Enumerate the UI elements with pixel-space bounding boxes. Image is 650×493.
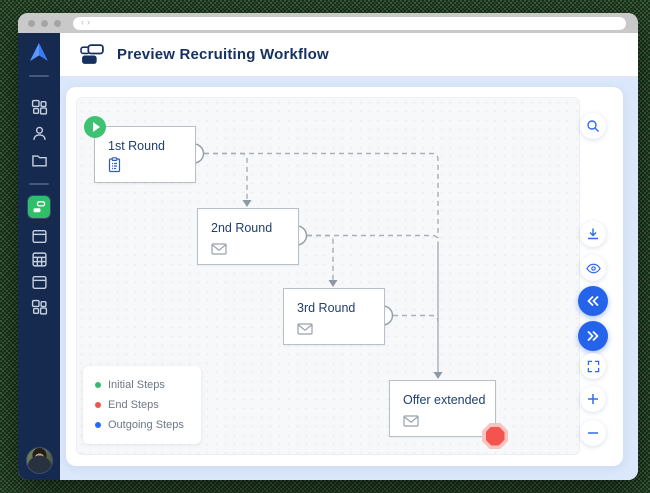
sidebar-item-workflows-active[interactable]	[18, 196, 60, 218]
forward-icon[interactable]: ›	[87, 17, 93, 27]
chevrons-right-icon	[587, 330, 599, 342]
chevrons-left-icon	[587, 295, 599, 307]
close-window-dot[interactable]	[28, 19, 35, 27]
legend-item-outgoing: Outgoing Steps	[95, 415, 189, 435]
page-background: 1st Round 2nd Round	[60, 77, 638, 480]
legend-label: Initial Steps	[108, 379, 165, 391]
eye-icon	[585, 263, 601, 273]
legend-item-initial: Initial Steps	[95, 375, 189, 395]
fullscreen-icon	[587, 360, 599, 372]
sidebar-divider	[18, 183, 60, 185]
sidebar-item-files[interactable]	[18, 152, 60, 169]
search-icon	[587, 120, 599, 132]
document-icon	[108, 157, 121, 173]
url-bar[interactable]: ‹›	[73, 16, 626, 30]
mail-icon	[403, 415, 419, 427]
preview-button[interactable]	[580, 255, 606, 281]
mail-icon	[211, 243, 227, 255]
page-title: Preview Recruiting Workflow	[117, 46, 329, 63]
download-icon	[588, 228, 598, 240]
apps-grid-icon	[31, 99, 47, 115]
maximize-window-dot[interactable]	[54, 19, 61, 27]
download-button[interactable]	[580, 221, 606, 247]
traffic-lights	[28, 19, 61, 27]
app-window: ‹›	[18, 13, 638, 480]
red-dot-icon	[95, 402, 101, 408]
card-icon	[31, 229, 47, 244]
page-header: Preview Recruiting Workflow	[60, 33, 638, 77]
legend: Initial Steps End Steps Outgoing Steps	[83, 366, 201, 444]
app-logo[interactable]	[18, 40, 60, 64]
legend-label: End Steps	[108, 399, 159, 411]
node-3rd-round[interactable]: 3rd Round	[283, 288, 385, 345]
active-highlight	[28, 196, 50, 218]
browser-titlebar: ‹›	[18, 13, 638, 33]
plus-icon	[588, 394, 598, 404]
zoom-out-button[interactable]	[580, 420, 606, 446]
sidebar-item-card-view[interactable]	[18, 228, 60, 245]
legend-item-end: End Steps	[95, 395, 189, 415]
node-label: 3rd Round	[297, 301, 356, 315]
sidebar-item-dashboard[interactable]	[18, 99, 60, 116]
blue-dot-icon	[95, 422, 101, 428]
mail-icon	[297, 323, 313, 335]
workflow-icon	[33, 201, 46, 213]
user-avatar[interactable]	[18, 447, 60, 474]
node-1st-round[interactable]: 1st Round	[84, 116, 196, 183]
arrow-logo-icon	[30, 43, 48, 61]
history-nav-icons[interactable]: ‹›	[81, 18, 93, 27]
node-offer-extended[interactable]: Offer extended	[389, 380, 508, 449]
preview-panel: 1st Round 2nd Round	[66, 87, 623, 466]
minimize-window-dot[interactable]	[41, 19, 48, 27]
node-label: 1st Round	[108, 139, 165, 153]
fullscreen-button[interactable]	[580, 353, 606, 379]
sidebar	[18, 33, 60, 480]
sidebar-item-board-view[interactable]	[18, 274, 60, 291]
start-badge-icon[interactable]	[84, 116, 106, 138]
expand-button[interactable]	[578, 321, 608, 351]
minus-icon	[588, 432, 598, 434]
green-dot-icon	[95, 382, 101, 388]
apps-grid-icon	[31, 299, 47, 315]
node-2nd-round[interactable]: 2nd Round	[197, 208, 299, 265]
workflow-title-icon	[80, 44, 104, 64]
sidebar-item-table-view[interactable]	[18, 251, 60, 268]
avatar-photo	[25, 447, 53, 474]
end-badge-icon[interactable]	[482, 423, 508, 449]
search-button[interactable]	[580, 113, 606, 139]
back-icon[interactable]: ‹	[81, 17, 87, 27]
zoom-in-button[interactable]	[580, 386, 606, 412]
sidebar-item-components[interactable]	[18, 299, 60, 316]
table-icon	[31, 252, 47, 267]
collapse-button[interactable]	[578, 286, 608, 316]
sidebar-divider	[18, 75, 60, 77]
folder-icon	[31, 155, 47, 167]
node-label: Offer extended	[403, 393, 486, 407]
sidebar-item-people[interactable]	[18, 125, 60, 142]
card-icon	[31, 275, 47, 290]
user-icon	[32, 126, 46, 140]
legend-label: Outgoing Steps	[108, 419, 184, 431]
workflow-canvas[interactable]: 1st Round 2nd Round	[76, 97, 580, 455]
node-label: 2nd Round	[211, 221, 273, 235]
